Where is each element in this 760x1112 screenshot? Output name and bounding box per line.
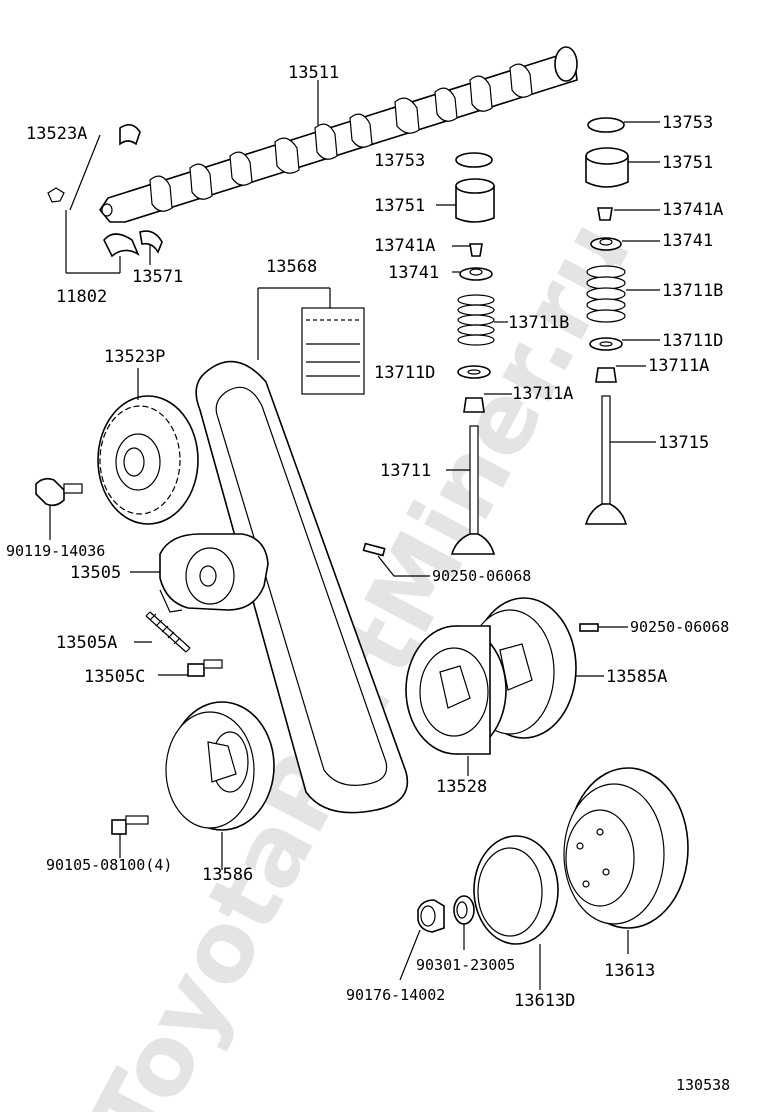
stud-13505c[interactable] bbox=[187, 659, 223, 677]
bolt-90105-08100[interactable] bbox=[111, 815, 149, 835]
valve-13711[interactable] bbox=[450, 425, 496, 555]
label-90176: 90176-14002 bbox=[346, 986, 445, 1004]
diagram-id: 130538 bbox=[676, 1076, 730, 1094]
crank-bolt-90176[interactable] bbox=[417, 899, 445, 933]
retainer-13741-mid[interactable] bbox=[459, 267, 493, 281]
spring-13711b-right[interactable] bbox=[586, 265, 626, 323]
bearing-13571[interactable] bbox=[103, 230, 163, 258]
camshaft-lobes bbox=[149, 63, 533, 212]
shim-13753-right[interactable] bbox=[587, 117, 625, 133]
valve-13715[interactable] bbox=[584, 395, 628, 525]
label-13613d: 13613D bbox=[514, 991, 575, 1011]
spring-13711b-mid[interactable] bbox=[457, 294, 495, 346]
label-13741-right: 13741 bbox=[662, 231, 713, 251]
label-13711a-right: 13711A bbox=[648, 356, 709, 376]
label-13741-mid: 13741 bbox=[388, 263, 439, 283]
label-13528: 13528 bbox=[436, 777, 487, 797]
lifter-13751-mid[interactable] bbox=[455, 178, 495, 223]
label-13568: 13568 bbox=[266, 257, 317, 277]
keeper-13741a-mid[interactable] bbox=[469, 243, 483, 257]
label-13751-mid: 13751 bbox=[374, 196, 425, 216]
pin-90250-right[interactable] bbox=[579, 623, 599, 632]
shim-13753-mid[interactable] bbox=[455, 152, 493, 168]
label-11802: 11802 bbox=[56, 287, 107, 307]
label-13585a: 13585A bbox=[606, 667, 667, 687]
bearing-cap-13523a[interactable] bbox=[119, 124, 141, 146]
label-90250-right: 90250-06068 bbox=[630, 618, 729, 636]
damper-13613[interactable] bbox=[563, 767, 689, 929]
key bbox=[47, 187, 65, 203]
lifter-13751-right[interactable] bbox=[585, 147, 629, 188]
label-13711a-mid: 13711A bbox=[512, 384, 573, 404]
label-13711d-mid: 13711D bbox=[374, 363, 435, 383]
tensioner-13505[interactable] bbox=[159, 533, 269, 613]
label-13523a: 13523A bbox=[26, 124, 87, 144]
timing-belt[interactable] bbox=[195, 360, 409, 814]
keeper-13741a-right[interactable] bbox=[597, 207, 613, 221]
label-90301: 90301-23005 bbox=[416, 956, 515, 974]
spring-13505a[interactable] bbox=[145, 611, 191, 653]
bolt-90119-14036[interactable] bbox=[35, 477, 83, 507]
idler-pulley-13586[interactable] bbox=[165, 701, 275, 831]
label-13711: 13711 bbox=[380, 461, 431, 481]
label-camshaft: 13511 bbox=[288, 63, 339, 83]
label-13751-right: 13751 bbox=[662, 153, 713, 173]
seal-ring-90301[interactable] bbox=[453, 895, 475, 925]
label-13741a-right: 13741A bbox=[662, 200, 723, 220]
seal-13711a-mid[interactable] bbox=[463, 397, 485, 413]
label-13711d-right: 13711D bbox=[662, 331, 723, 351]
label-90119: 90119-14036 bbox=[6, 542, 105, 560]
cam-pulley-13523p[interactable] bbox=[97, 395, 199, 525]
warning-label bbox=[301, 307, 365, 395]
label-13753-right: 13753 bbox=[662, 113, 713, 133]
label-13586: 13586 bbox=[202, 865, 253, 885]
label-13753-mid: 13753 bbox=[374, 151, 425, 171]
plate-13613d[interactable] bbox=[473, 835, 559, 945]
label-13505: 13505 bbox=[70, 563, 121, 583]
label-13613: 13613 bbox=[604, 961, 655, 981]
label-13741a-mid: 13741A bbox=[374, 236, 435, 256]
label-13505a: 13505A bbox=[56, 633, 117, 653]
label-13711b-right: 13711B bbox=[662, 281, 723, 301]
crank-gear-13528[interactable] bbox=[405, 625, 507, 755]
label-13523p: 13523P bbox=[104, 347, 165, 367]
label-13711b-mid: 13711B bbox=[508, 313, 569, 333]
pin-90250-mid[interactable] bbox=[362, 542, 386, 557]
label-90105: 90105-08100(4) bbox=[46, 856, 172, 874]
retainer-13741-right[interactable] bbox=[590, 237, 622, 251]
camshaft[interactable] bbox=[99, 46, 578, 223]
seal-13711a-right[interactable] bbox=[595, 367, 617, 383]
label-13715: 13715 bbox=[658, 433, 709, 453]
label-90250-mid: 90250-06068 bbox=[432, 567, 531, 585]
label-13505c: 13505C bbox=[84, 667, 145, 687]
seat-13711d-right[interactable] bbox=[589, 337, 623, 351]
label-13571: 13571 bbox=[132, 267, 183, 287]
seat-13711d-mid[interactable] bbox=[457, 365, 491, 379]
